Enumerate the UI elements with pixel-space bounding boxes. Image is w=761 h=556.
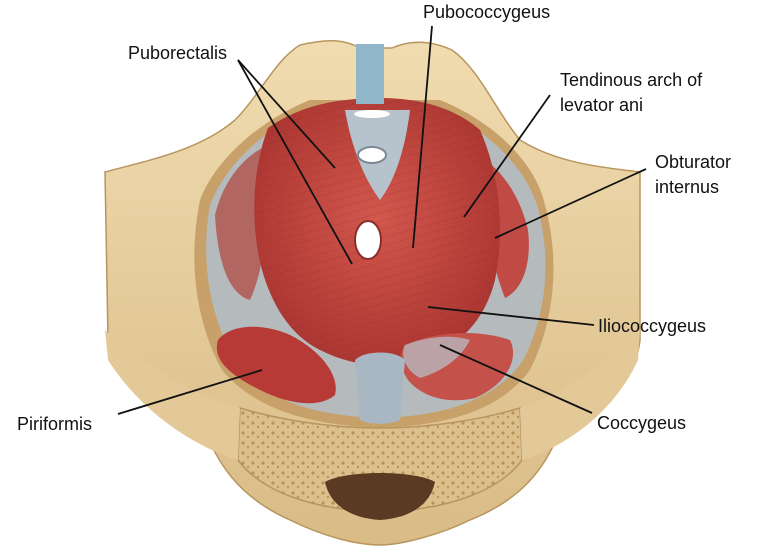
label-puborectalis: Puborectalis	[128, 43, 228, 63]
label-tendinous-arch-line2: levator ani	[560, 95, 644, 115]
coccygeus-fascia	[403, 336, 470, 378]
side-bone-right	[520, 330, 640, 460]
label-obturator-line2: internus	[655, 177, 720, 197]
pubic-slit	[354, 110, 390, 118]
vaginal-opening	[354, 220, 382, 260]
label-iliococcygeus: Iliococcygeus	[598, 316, 707, 336]
anococcygeal-raphe	[355, 352, 405, 424]
side-bone-left	[105, 330, 240, 460]
label-tendinous-arch-line1: Tendinous arch of	[560, 70, 703, 90]
label-pubococcygeus: Pubococcygeus	[423, 2, 551, 22]
pubic-symphysis	[356, 44, 384, 104]
leader-puborectalis-a	[237, 59, 336, 169]
sacrum-bone	[237, 407, 523, 513]
sacral-canal	[325, 473, 435, 520]
label-piriformis: Piriformis	[17, 414, 92, 434]
leader-lines	[117, 25, 647, 415]
leader-obturator-internus	[494, 168, 647, 239]
label-coccygeus: Coccygeus	[597, 413, 687, 433]
leader-puborectalis-b	[237, 59, 353, 265]
leader-pubococcygeus	[412, 25, 433, 249]
leader-coccygeus	[439, 344, 593, 414]
urethra-opening	[357, 146, 387, 164]
obturator-internus-left	[215, 148, 267, 300]
leader-piriformis	[117, 369, 263, 415]
label-obturator-line1: Obturator	[655, 152, 732, 172]
piriformis-muscle	[216, 326, 336, 404]
leader-tendinous-arch	[463, 94, 551, 218]
leader-iliococcygeus	[427, 306, 595, 326]
